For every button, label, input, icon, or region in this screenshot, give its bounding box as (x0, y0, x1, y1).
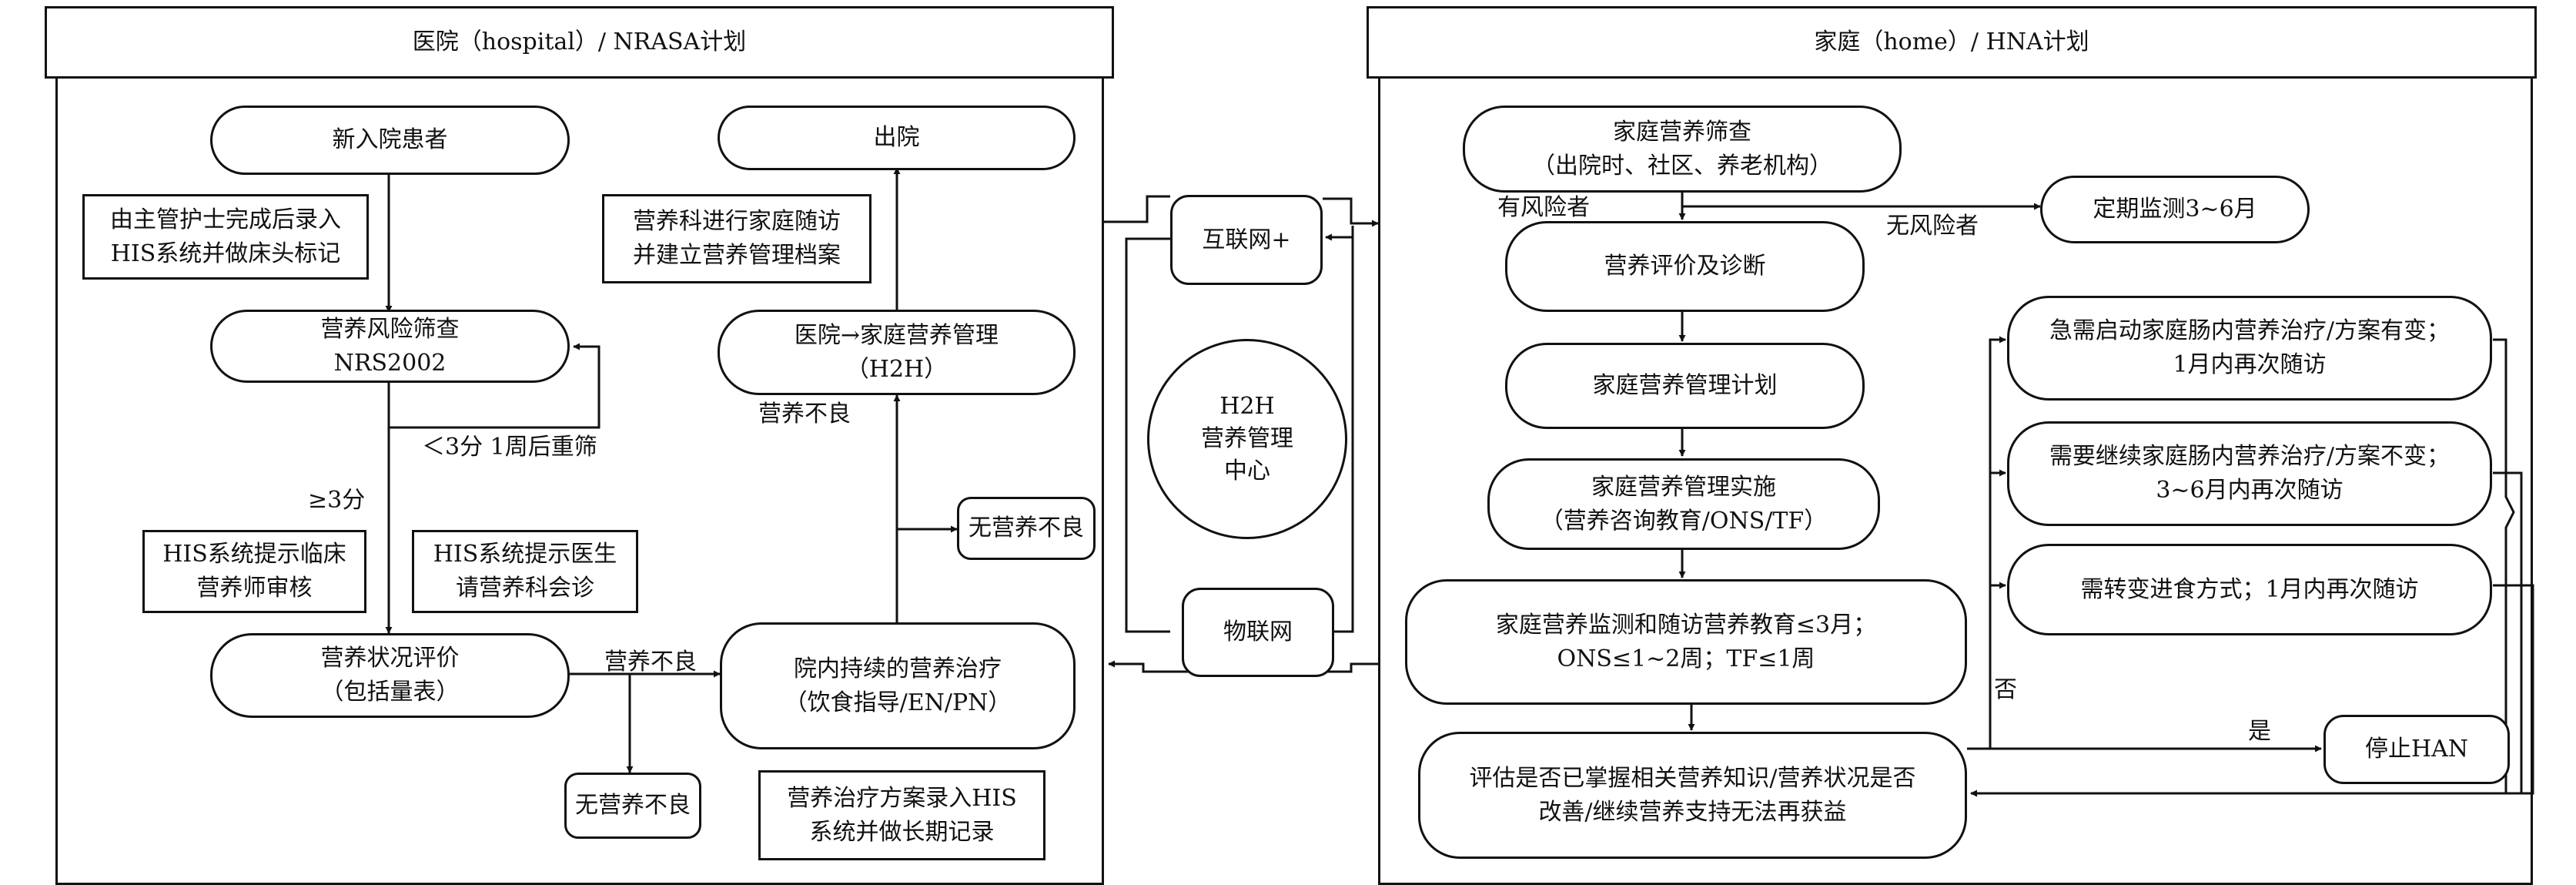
status-eval-node: 营养状况评价 （包括量表） (210, 633, 570, 718)
home-screen-node: 家庭营养筛查 （出院时、社区、养老机构） (1463, 106, 1902, 193)
option-1-node: 急需启动家庭肠内营养治疗/方案有变； 1月内再次随访 (2007, 296, 2492, 401)
option-2-node: 需要继续家庭肠内营养治疗/方案不变； 3~6月内再次随访 (2007, 421, 2492, 526)
malnutrition-label-1: 营养不良 (604, 649, 697, 675)
hospital-title: 医院（hospital）/ NRASA计划 (45, 6, 1114, 79)
return-line-opt3 (2493, 584, 2534, 795)
evaluate-node: 评估是否已掌握相关营养知识/营养状况是否 改善/继续营养支持无法再获益 (1418, 732, 1967, 859)
record-note: 营养治疗方案录入HIS 系统并做长期记录 (758, 770, 1045, 860)
arrow-no-to-opt1 (1967, 336, 2006, 750)
discharge-node: 出院 (718, 106, 1076, 170)
followup-file-note: 营养科进行家庭随访 并建立营养管理档案 (602, 194, 871, 283)
home-title: 家庭（home）/ HNA计划 (1367, 6, 2537, 79)
hospital-panel (55, 69, 1104, 885)
monitor-followup-node: 家庭营养监测和随访营养教育≤3月； ONS≤1~2周；TF≤1周 (1405, 579, 1967, 705)
arrow-internet-to-right (1323, 197, 1379, 227)
implement-node: 家庭营养管理实施 （营养咨询教育/ONS/TF） (1487, 458, 1880, 550)
no-malnutrition-node-1: 无营养不良 (564, 773, 701, 839)
assess-diag-node: 营养评价及诊断 (1505, 221, 1865, 312)
malnutrition-label-2: 营养不良 (758, 401, 851, 427)
internet-plus-node: 互联网+ (1170, 195, 1323, 285)
stop-han-node: 停止HAN (2323, 715, 2510, 784)
ge3-label: ≥3分 (308, 487, 366, 514)
inhospital-therapy-node: 院内持续的营养治疗 （饮食指导/EN/PN） (720, 622, 1076, 749)
nurse-note: 由主管护士完成后录入 HIS系统并做床头标记 (82, 194, 369, 280)
home-plan-node: 家庭营养管理计划 (1505, 343, 1865, 429)
new-patient-node: 新入院患者 (210, 106, 570, 175)
arrow-rescreen-loop (389, 343, 601, 429)
his-doctor-note: HIS系统提示医生 请营养科会诊 (412, 530, 638, 613)
option-3-node: 需转变进食方式；1月内再次随访 (2007, 544, 2492, 635)
return-line-opt2 (2493, 471, 2523, 793)
at-risk-label: 有风险者 (1497, 194, 1590, 221)
his-dietitian-note: HIS系统提示临床 营养师审核 (142, 530, 366, 613)
no-label: 否 (1994, 676, 2017, 703)
yes-label: 是 (2248, 718, 2271, 745)
regular-monitor-node: 定期监测3~6月 (2040, 176, 2310, 243)
rescreen-label: ＜3分 1周后重筛 (422, 434, 597, 461)
h2h-center-node: H2H 营养管理 中心 (1147, 339, 1347, 539)
no-risk-label: 无风险者 (1886, 213, 1979, 240)
iot-node: 物联网 (1182, 588, 1334, 677)
risk-screen-node: 营养风险筛查 NRS2002 (210, 310, 570, 383)
no-malnutrition-node-2: 无营养不良 (957, 497, 1096, 560)
link-iot-to-internet (1125, 237, 1170, 633)
link-left-to-internet (1104, 195, 1170, 223)
h2h-node: 医院→家庭营养管理 （H2H） (718, 310, 1076, 395)
